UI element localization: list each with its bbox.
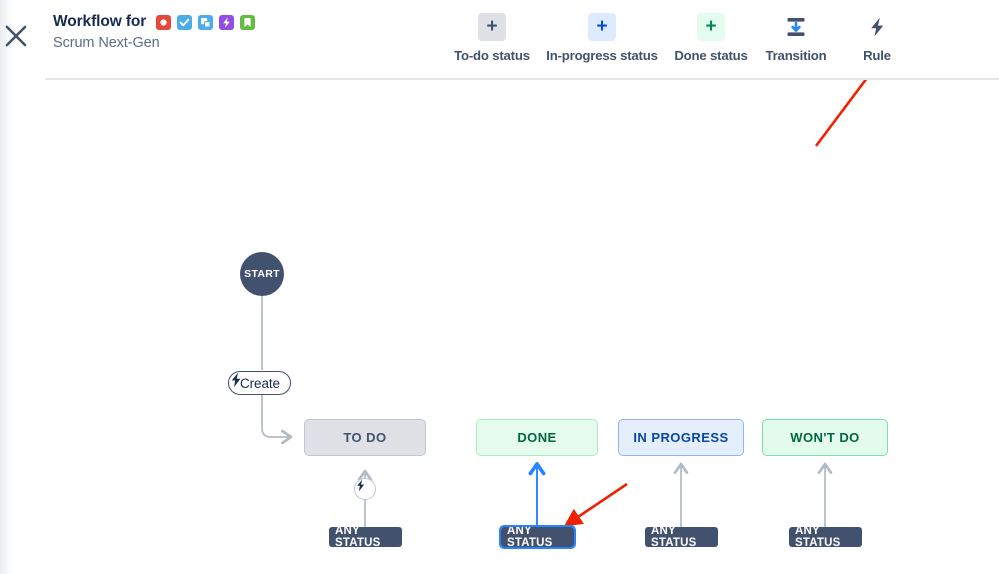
status-node-label: WON'T DO [790,430,860,445]
any-status-chip-wont-do[interactable]: ANY STATUS [789,525,862,549]
status-node-label: IN PROGRESS [633,430,729,445]
annotation-arrow-rule [814,80,868,147]
add-done-status-label: Done status [674,48,748,63]
any-status-chip-done[interactable]: ANY STATUS [499,525,576,549]
workflow-canvas[interactable]: START Create TO DO DONE IN PROGRESS WON'… [0,80,999,574]
any-status-label: ANY STATUS [651,525,697,549]
add-inprogress-status-label: In-progress status [546,48,658,63]
any-status-chip-in-progress[interactable]: ANY STATUS [645,525,718,549]
add-done-status-icon: + [697,13,725,41]
plus-icon: + [486,15,498,37]
issue-type-icon-group [156,14,256,30]
create-transition-node[interactable]: Create [228,371,291,395]
close-icon [3,23,29,49]
bug-icon [156,14,172,30]
status-node-todo[interactable]: TO DO [304,419,426,456]
any-status-label: ANY STATUS [507,525,553,549]
status-node-label: DONE [517,430,557,445]
plus-icon: + [596,15,608,37]
subtask-icon [198,14,214,30]
annotation-arrow-any-status [563,482,628,527]
add-rule-label: Rule [863,48,891,63]
rule-bolt-icon [863,13,891,41]
start-node[interactable]: START [240,252,284,296]
workflow-edges [261,80,868,527]
add-transition-label: Transition [765,48,827,63]
create-transition-label: Create [240,375,280,391]
add-todo-status-icon: + [478,13,506,41]
add-inprogress-status-icon: + [588,13,616,41]
epic-icon [219,14,235,30]
status-node-label: TO DO [343,430,387,445]
start-node-label: START [244,268,280,280]
add-todo-status-label: To-do status [454,48,530,63]
status-node-done[interactable]: DONE [476,419,598,456]
workflow-title-block: Workflow for [53,13,256,51]
any-status-label: ANY STATUS [335,525,381,549]
workflow-subtitle: Scrum Next-Gen [53,35,160,51]
header-divider [45,78,999,80]
plus-icon: + [705,15,717,37]
any-status-chip-todo[interactable]: ANY STATUS [329,525,402,549]
task-icon [177,14,193,30]
transition-icon [782,13,810,41]
story-icon [240,14,256,30]
status-node-in-progress[interactable]: IN PROGRESS [618,419,744,456]
rule-badge-todo[interactable] [354,478,376,500]
any-status-label: ANY STATUS [795,525,841,549]
status-node-wont-do[interactable]: WON'T DO [762,419,888,456]
close-button[interactable] [2,22,30,50]
page-title: Workflow for [53,13,147,30]
